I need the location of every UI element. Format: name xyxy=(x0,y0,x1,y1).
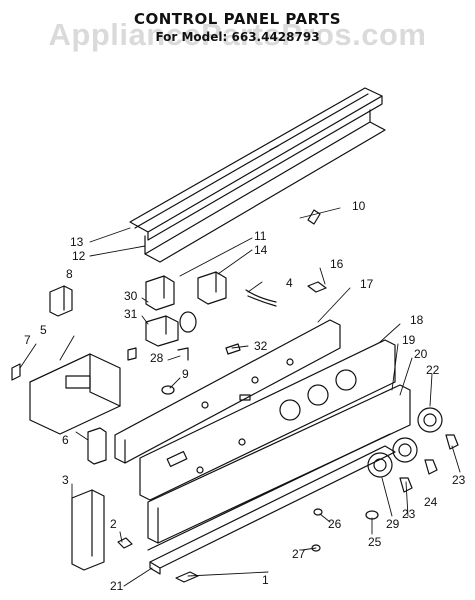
part-indicator xyxy=(161,385,175,395)
part-clock-timer xyxy=(11,353,121,435)
callout-4: 4 xyxy=(286,276,293,290)
part-clip xyxy=(307,209,321,225)
callout-2: 2 xyxy=(110,517,117,531)
part-panel-faceplate xyxy=(139,339,396,501)
model-subtitle: For Model: 663.4428793 xyxy=(155,30,320,44)
part-side-bracket xyxy=(71,427,107,571)
callout-18: 18 xyxy=(410,313,424,327)
callout-28: 28 xyxy=(150,351,164,365)
callout-23a: 23 xyxy=(452,473,466,487)
callout-31: 31 xyxy=(124,307,138,321)
callout-32: 32 xyxy=(254,339,268,353)
callout-29: 29 xyxy=(386,517,400,531)
callout-1: 1 xyxy=(262,573,269,587)
part-knobs xyxy=(365,407,459,520)
part-switches xyxy=(145,271,227,311)
diagram-title: CONTROL PANEL PARTS xyxy=(133,10,342,28)
callout-7: 7 xyxy=(24,333,31,347)
callout-22: 22 xyxy=(426,363,440,377)
callout-21: 21 xyxy=(110,579,124,593)
callout-12: 12 xyxy=(72,249,86,263)
callout-5: 5 xyxy=(40,323,47,337)
callout-10: 10 xyxy=(352,199,366,213)
watermark: AppliancePartsPros.com xyxy=(48,17,427,52)
callout-30: 30 xyxy=(124,289,138,303)
callout-8: 8 xyxy=(66,267,73,281)
callout-27: 27 xyxy=(292,547,306,561)
callout-numbers: 1 2 3 4 5 6 7 8 9 10 11 12 13 14 16 17 1… xyxy=(24,199,466,593)
callout-6: 6 xyxy=(62,433,69,447)
callout-19: 19 xyxy=(402,333,416,347)
callout-26: 26 xyxy=(328,517,342,531)
leader-lines xyxy=(19,207,461,587)
callout-20: 20 xyxy=(414,347,428,361)
callout-16: 16 xyxy=(330,257,344,271)
callout-17: 17 xyxy=(360,277,374,291)
part-relay-assembly xyxy=(127,311,241,361)
part-small-clip xyxy=(117,537,133,549)
part-bottom-trim xyxy=(147,433,396,575)
callout-13: 13 xyxy=(70,235,84,249)
callout-14: 14 xyxy=(254,243,268,257)
part-plug xyxy=(307,281,327,293)
callout-3: 3 xyxy=(62,473,69,487)
part-glass-frame xyxy=(147,384,411,544)
part-wire-lead xyxy=(245,289,277,307)
callout-24: 24 xyxy=(424,495,438,509)
callout-23b: 23 xyxy=(402,507,416,521)
callout-25: 25 xyxy=(368,535,382,549)
callout-11: 11 xyxy=(254,229,267,243)
part-top-trim-strip xyxy=(129,87,386,263)
part-bracket xyxy=(49,285,73,317)
part-tab xyxy=(175,571,199,583)
part-control-panel xyxy=(114,319,341,464)
callout-9: 9 xyxy=(182,367,189,381)
part-screws xyxy=(311,508,323,552)
